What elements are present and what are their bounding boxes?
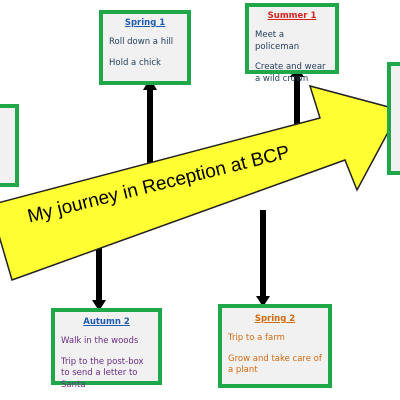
box-spring-2-title: Spring 2: [254, 314, 296, 324]
box-autumn-2-item: Trip to the post-box to send a letter to…: [61, 356, 144, 390]
box-summer-1-item: Meet a policeman: [255, 30, 300, 52]
box-autumn-2: Autumn 2 Walk in the woods Trip to the p…: [51, 308, 162, 390]
connector-autumn2-arrowhead: [92, 300, 106, 311]
box-autumn-2-item: Walk in the woods: [61, 336, 139, 347]
partial-box-right: [387, 62, 400, 175]
box-summer-1-title: Summer 1: [267, 11, 317, 21]
box-spring-1-item: Roll down a hill: [109, 37, 174, 48]
box-spring-2-item: Grow and take care of a plant: [228, 353, 322, 376]
box-spring-2-item: Trip to a farm: [228, 333, 285, 344]
connector-spring2-arrowhead: [256, 296, 270, 307]
box-summer-1-item: Create and wear a wild crown: [255, 62, 326, 84]
box-summer-1: Summer 1 Meet a policeman Create and wea…: [245, 3, 339, 84]
box-spring-2: Spring 2 Trip to a farm Grow and take ca…: [218, 304, 332, 388]
journey-arrow: [0, 84, 400, 281]
box-spring-1-title: Spring 1: [124, 18, 166, 28]
box-autumn-2-title: Autumn 2: [83, 317, 130, 327]
box-spring-1: Spring 1 Roll down a hill Hold a chick: [99, 10, 191, 85]
partial-box-left: [0, 104, 19, 187]
box-spring-1-item: Hold a chick: [109, 57, 161, 68]
